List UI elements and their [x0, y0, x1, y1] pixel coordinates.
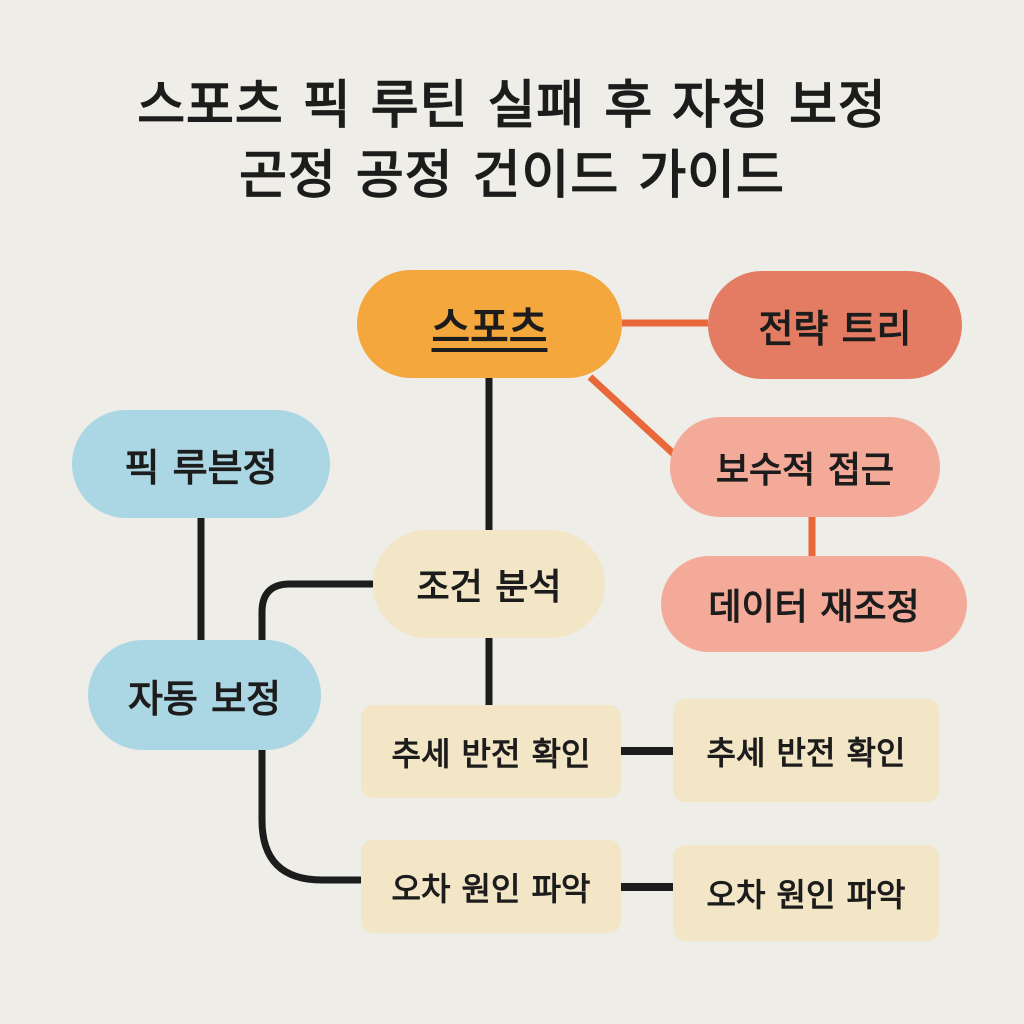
connector-sports-conservative	[587, 374, 680, 460]
node-auto-correct: 자동 보정	[88, 640, 321, 750]
node-sports: 스포츠	[357, 270, 622, 378]
connector-auto-condition	[258, 580, 373, 640]
node-strategy-tree: 전략 트리	[708, 271, 962, 379]
connector-auto-error	[258, 750, 361, 884]
node-trend-check-left: 추세 반전 확인	[361, 705, 621, 798]
diagram-title-line-2: 곤정 공정 건이드 가이드	[239, 146, 785, 206]
node-pick-routine: 픽 루븐정	[72, 410, 330, 518]
node-conservative-approach: 보수적 접근	[670, 417, 940, 517]
diagram-title-line-1: 스포츠 픽 루틴 실패 후 자칭 보정	[137, 76, 887, 136]
node-error-cause-right: 오차 원인 파악	[673, 845, 939, 941]
node-error-cause-left: 오차 원인 파악	[361, 840, 621, 933]
node-condition-analysis: 조건 분석	[373, 530, 605, 638]
node-trend-check-right: 추세 반전 확인	[673, 699, 939, 802]
node-data-readjust: 데이터 재조정	[661, 556, 967, 652]
